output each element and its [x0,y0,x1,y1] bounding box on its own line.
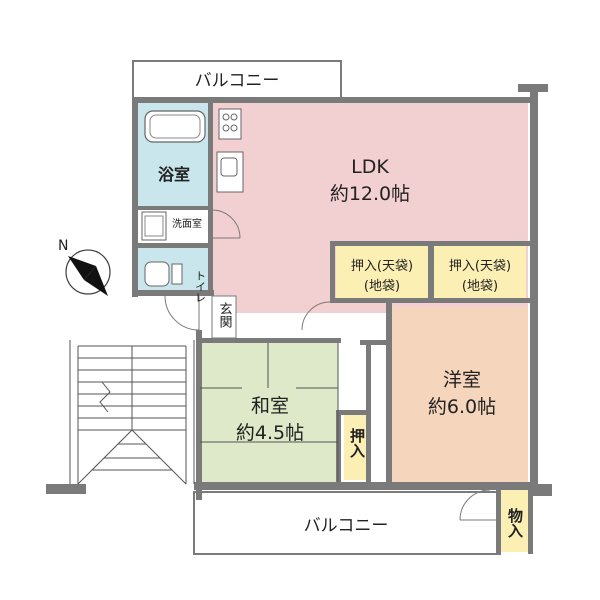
western-room-area [392,307,528,482]
washbasin-icon [141,211,167,241]
closet-right-area [434,246,526,298]
entrance [164,295,237,339]
compass-label: N [58,238,68,254]
toilet-icon [144,261,183,287]
balcony-top-label: バルコニー [195,71,280,91]
stairwell [69,340,195,485]
japanese-room-size: 約4.5帖 [236,422,304,444]
walls [46,84,552,554]
balcony-bottom-label: バルコニー [304,516,389,536]
stove-icon [218,108,242,140]
toilet-label: トイレ [194,270,207,303]
storage-label: 物入 [506,507,524,538]
closet-left-area [336,246,428,298]
balcony-bottom [193,491,501,555]
closet-right-label-1: 押入(天袋) [449,259,511,274]
tatami-lines [200,343,339,482]
entrance-label: 玄関 [217,302,233,329]
oshiire-label: 押入 [348,427,366,458]
bathtub-icon [144,110,206,143]
closet-left-label-1: 押入(天袋) [351,259,413,274]
washroom-label: 洗面室 [172,217,202,230]
japanese-room-area [200,342,338,482]
bath-label: 浴室 [158,165,190,184]
closet-right-label-2: (地袋) [462,279,498,294]
western-room-size: 約6.0帖 [428,396,496,418]
door-arcs [211,209,496,521]
sink-icon [216,151,244,193]
closet-left-label-2: (地袋) [364,279,400,294]
japanese-room-label: 和室 [251,395,289,417]
storage-area [500,490,530,552]
ldk-label: LDK [351,156,389,178]
ldk-size: 約12.0帖 [330,183,410,205]
ldk-lower-left [212,240,332,305]
north-compass-icon: N [58,238,111,296]
oshiire-area [344,414,370,480]
western-room-label: 洋室 [443,369,481,391]
